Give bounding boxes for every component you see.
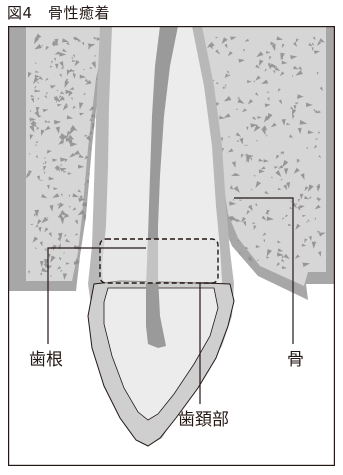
label-bone: 骨 xyxy=(287,350,304,370)
ankylosis-diagram xyxy=(8,26,335,466)
trabecula xyxy=(80,260,87,264)
trabecula xyxy=(88,197,93,203)
label-root: 歯根 xyxy=(29,350,63,370)
trabecula xyxy=(91,172,94,174)
trabecula xyxy=(84,271,86,274)
trabecula xyxy=(85,265,89,270)
trabecula xyxy=(86,180,92,183)
ankylosis-zone xyxy=(100,239,218,283)
trabecula xyxy=(84,202,90,206)
label-neck: 歯頚部 xyxy=(178,410,229,430)
figure-caption: 図4 骨性癒着 xyxy=(7,4,110,22)
trabecula xyxy=(86,234,91,240)
